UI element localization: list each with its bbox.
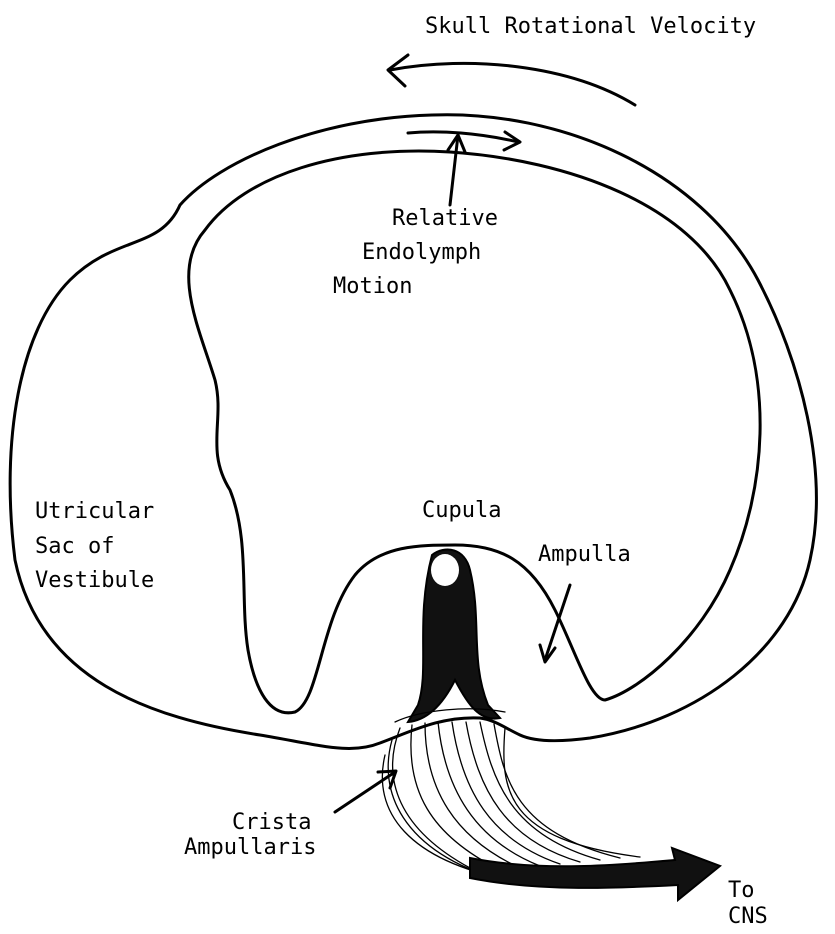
- cupula: [408, 550, 500, 722]
- endolymph-label-line1: Relative: [392, 204, 498, 234]
- skull-velocity-arrow: [388, 55, 635, 105]
- endolymph-label-line3: Motion: [333, 272, 412, 302]
- crista-label-line2: Ampullaris: [184, 833, 316, 863]
- ampulla-pointer: [540, 585, 570, 662]
- utricular-label-line2: Sac of: [35, 532, 114, 562]
- ampulla-label: Ampulla: [538, 540, 631, 570]
- utricular-label-line3: Vestibule: [35, 566, 154, 596]
- cns-label-line2: CNS: [728, 902, 768, 932]
- skull-velocity-label: Skull Rotational Velocity: [425, 12, 756, 42]
- utricular-label-line1: Utricular: [35, 497, 154, 527]
- nerve-to-cns: [470, 848, 720, 900]
- endolymph-pointer: [448, 135, 465, 205]
- cupula-label: Cupula: [422, 496, 501, 526]
- endolymph-label-line2: Endolymph: [362, 238, 481, 268]
- crista-pointer: [335, 771, 396, 812]
